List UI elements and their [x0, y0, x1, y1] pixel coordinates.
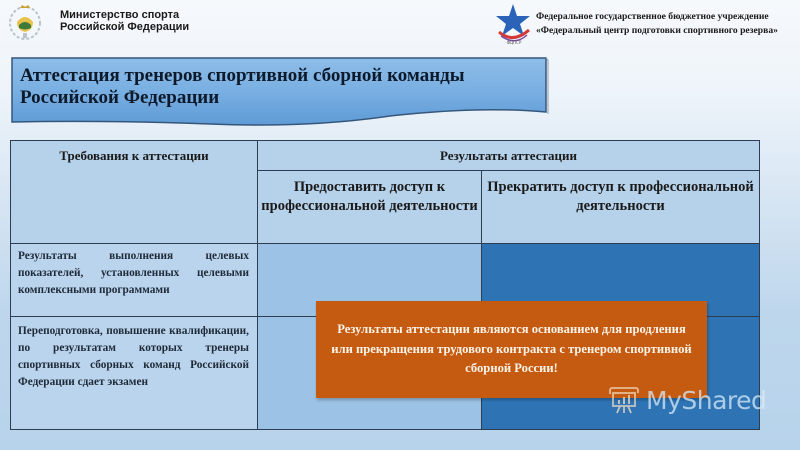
ministry-name: Министерство спорта Российской Федерации	[60, 9, 189, 33]
header-results: Результаты аттестации	[258, 141, 759, 171]
ministry-line2: Российской Федерации	[60, 21, 190, 33]
title-banner-shape	[11, 57, 549, 126]
watermark: MyShared	[608, 385, 767, 415]
coat-of-arms-emblem-icon	[9, 5, 41, 40]
callout-text: Результаты аттестации являются основание…	[331, 322, 692, 376]
page-title-line1: Аттестация тренеров спортивной сборной к…	[20, 65, 465, 86]
institution-line2: «Федеральный центр подготовки спортивног…	[536, 25, 778, 36]
page-title-line2: Российской Федерации	[20, 87, 220, 108]
callout-box: Результаты аттестации являются основание…	[316, 301, 707, 398]
header-grant-access: Предоставить доступ к профессиональной д…	[258, 171, 482, 244]
header-requirements: Требования к аттестации	[11, 141, 258, 244]
title-banner	[10, 56, 549, 126]
institution-name: Федеральное государственное бюджетное уч…	[536, 10, 778, 38]
header-terminate-access: Прекратить доступ к профессиональной дея…	[482, 171, 759, 244]
presentation-board-icon	[609, 387, 639, 414]
svg-text:ФЦПСР: ФЦПСР	[507, 40, 522, 45]
page-title: Аттестация тренеров спортивной сборной к…	[20, 65, 540, 109]
ministry-line1: Министерство спорта	[60, 9, 180, 21]
watermark-text: MyShared	[646, 385, 767, 415]
row-1-requirement: Результаты выполнения целевых показателе…	[11, 244, 258, 317]
institution-line1: Федеральное государственное бюджетное уч…	[536, 11, 769, 22]
row-2-requirement: Переподготовка, повышение квалификации, …	[11, 317, 258, 429]
star-logo-icon: ФЦПСР	[496, 4, 530, 45]
